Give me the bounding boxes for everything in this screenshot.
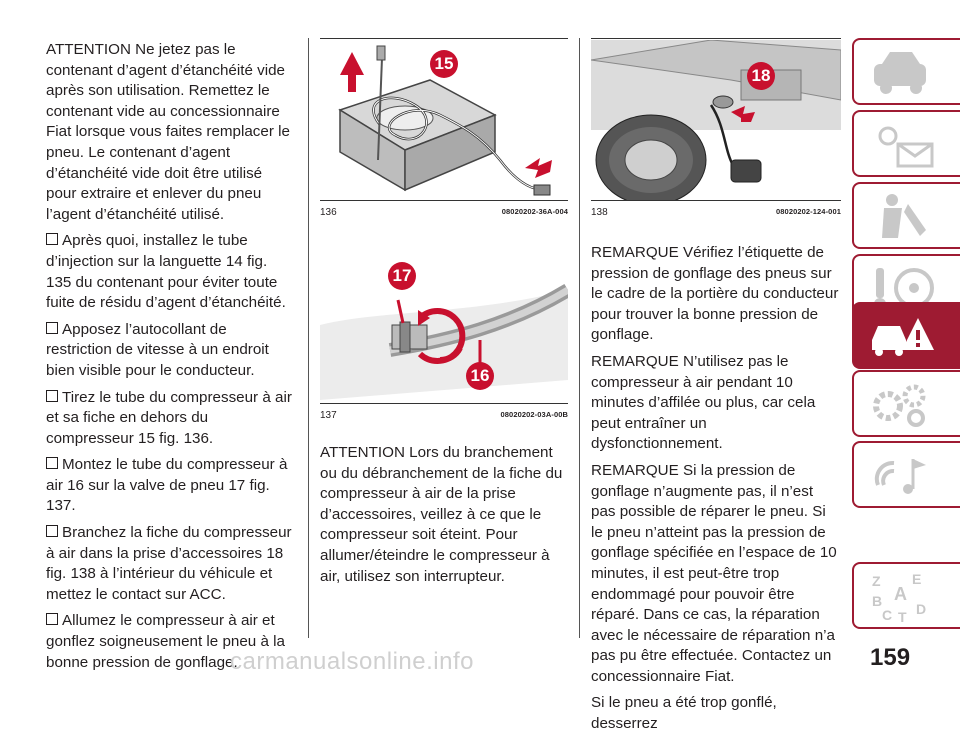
multimedia-music-icon <box>874 459 926 494</box>
figure-reference: 08020202-03A-00B <box>500 410 568 419</box>
checkbox-bullet-icon <box>46 525 58 538</box>
warning-lights-message-icon <box>878 126 934 168</box>
step-item: Montez le tube du compresseur à air 16 s… <box>46 456 288 515</box>
svg-text:C: C <box>882 607 892 622</box>
svg-text:Z: Z <box>872 573 881 589</box>
text-column-middle: ATTENTION Lors du branchement ou du débr… <box>320 443 565 587</box>
figure-138-illustration: 18 <box>591 40 841 200</box>
svg-text:T: T <box>898 609 907 622</box>
note-paragraph: REMARQUE Si la pression de gonflage n’au… <box>591 461 837 685</box>
figure-reference: 08020202-36A-004 <box>501 207 568 216</box>
maintenance-tools-icon <box>873 384 926 427</box>
step-item: Tirez le tube du compresseur à air et sa… <box>46 388 292 447</box>
svg-text:B: B <box>872 593 882 609</box>
figure-number: 137 <box>320 410 337 421</box>
tab-multimedia[interactable] <box>852 441 960 508</box>
text-column-right: REMARQUE Vérifiez l’étiquette de pressio… <box>591 243 841 735</box>
text-column-left: ATTENTION Ne jetez pas le contenant d’ag… <box>46 40 296 673</box>
callout-marker: 18 <box>747 62 775 90</box>
figure-reference: 08020202-124-001 <box>776 207 841 216</box>
column-divider <box>579 38 580 638</box>
tab-index[interactable]: Z E A B C T D <box>852 562 960 629</box>
checkbox-bullet-icon <box>46 321 58 334</box>
figure-caption: 137 08020202-03A-00B <box>320 410 568 421</box>
alphabetical-index-icon: Z E A B C T D <box>872 571 926 622</box>
callout-marker: 15 <box>430 50 458 78</box>
svg-text:D: D <box>916 601 926 617</box>
figure-137-illustration: 17 16 <box>320 230 568 400</box>
figure-top-rule <box>320 38 568 39</box>
figure-caption: 136 08020202-36A-004 <box>320 207 568 218</box>
car-dashboard-icon <box>874 52 926 94</box>
step-item: Allumez le compresseur à air et gonflez … <box>46 612 285 671</box>
caption-rule <box>320 200 568 201</box>
column-divider <box>308 38 309 638</box>
watermark: carmanualsonline.info <box>230 648 474 675</box>
checkbox-bullet-icon <box>46 233 58 246</box>
attention-paragraph: ATTENTION Ne jetez pas le contenant d’ag… <box>46 41 290 223</box>
step-item: Après quoi, installez le tube d’injectio… <box>46 232 286 312</box>
svg-text:E: E <box>912 571 921 587</box>
caption-rule <box>320 403 568 404</box>
svg-text:A: A <box>894 584 907 604</box>
tab-car-dashboard[interactable] <box>852 38 960 105</box>
note-paragraph: REMARQUE Vérifiez l’étiquette de pressio… <box>591 244 839 344</box>
step-item: Branchez la fiche du compresseur à air d… <box>46 524 292 603</box>
tab-emergency[interactable] <box>852 302 960 369</box>
attention-paragraph: ATTENTION Lors du branchement ou du débr… <box>320 444 563 585</box>
seat-airbag-icon <box>882 194 926 238</box>
figure-number: 136 <box>320 207 337 218</box>
page-number: 159 <box>870 644 911 671</box>
checkbox-bullet-icon <box>46 457 58 470</box>
callout-marker: 16 <box>466 362 494 390</box>
figure-caption: 138 08020202-124-001 <box>591 207 841 218</box>
figure-top-rule <box>591 38 841 39</box>
figure-136-illustration: 15 <box>320 40 568 200</box>
checkbox-bullet-icon <box>46 389 58 402</box>
note-paragraph: Si le pneu a été trop gonflé, desserrez <box>591 694 777 733</box>
caption-rule <box>591 200 841 201</box>
figure-number: 138 <box>591 207 608 218</box>
tab-maintenance[interactable] <box>852 370 960 437</box>
emergency-breakdown-icon <box>872 318 934 356</box>
callout-marker: 17 <box>388 262 416 290</box>
tab-seat-airbag[interactable] <box>852 182 960 249</box>
checkbox-bullet-icon <box>46 613 58 626</box>
tab-warning-lights[interactable] <box>852 110 960 177</box>
note-paragraph: REMARQUE N’utilisez pas le compresseur à… <box>591 352 816 453</box>
step-item: Apposez l’autocollant de restriction de … <box>46 320 269 379</box>
